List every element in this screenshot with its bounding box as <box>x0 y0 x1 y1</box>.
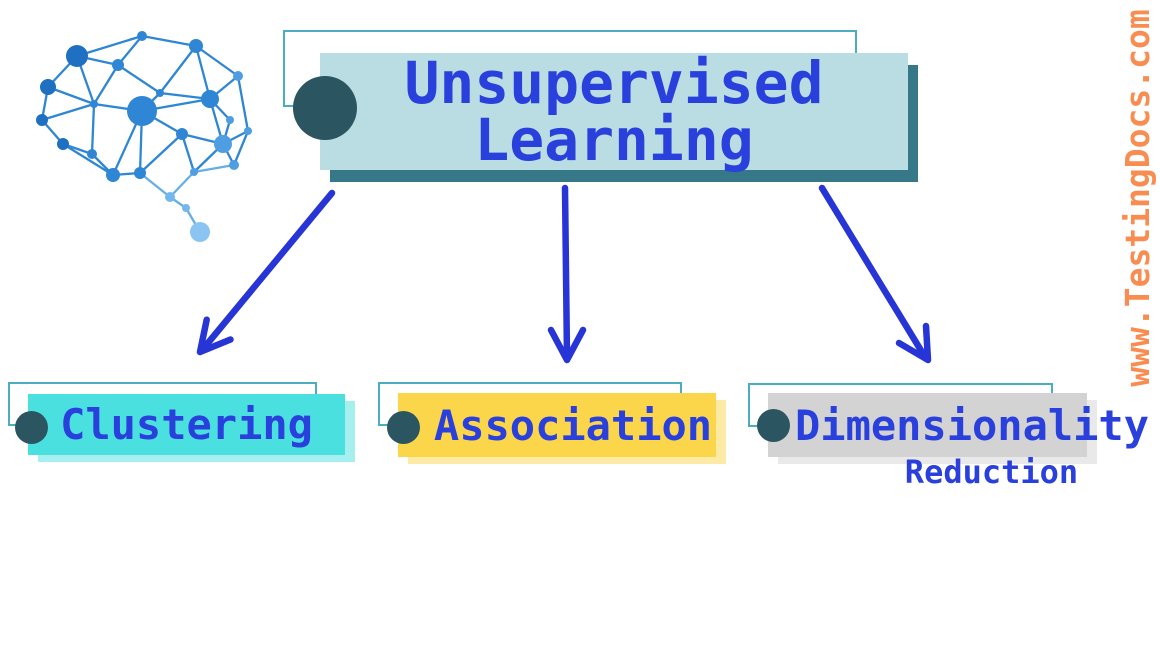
arrow-down-right-icon <box>818 184 932 364</box>
title-accent-circle <box>293 76 357 140</box>
association-accent-circle <box>387 411 420 444</box>
dimensionality-label-line-1: Dimensionality <box>795 400 1150 450</box>
association-label: Association <box>433 400 713 450</box>
clustering-box: Clustering <box>28 394 345 455</box>
clustering-label: Clustering <box>60 400 313 449</box>
dimensionality-box: Dimensionality <box>768 393 1149 457</box>
watermark-url: www.TestingDocs.com <box>1118 9 1157 387</box>
dimensionality-label-line-2: Reduction <box>904 453 1079 491</box>
dimensionality-accent-circle <box>757 409 790 442</box>
brain-network-icon <box>36 31 252 242</box>
association-box: Association <box>398 393 716 457</box>
title-box: Unsupervised Learning <box>320 53 908 170</box>
title-line-1: Unsupervised <box>404 48 824 117</box>
clustering-accent-circle <box>15 411 48 444</box>
arrow-down-icon <box>547 184 587 364</box>
title-line-2: Learning <box>474 105 754 174</box>
